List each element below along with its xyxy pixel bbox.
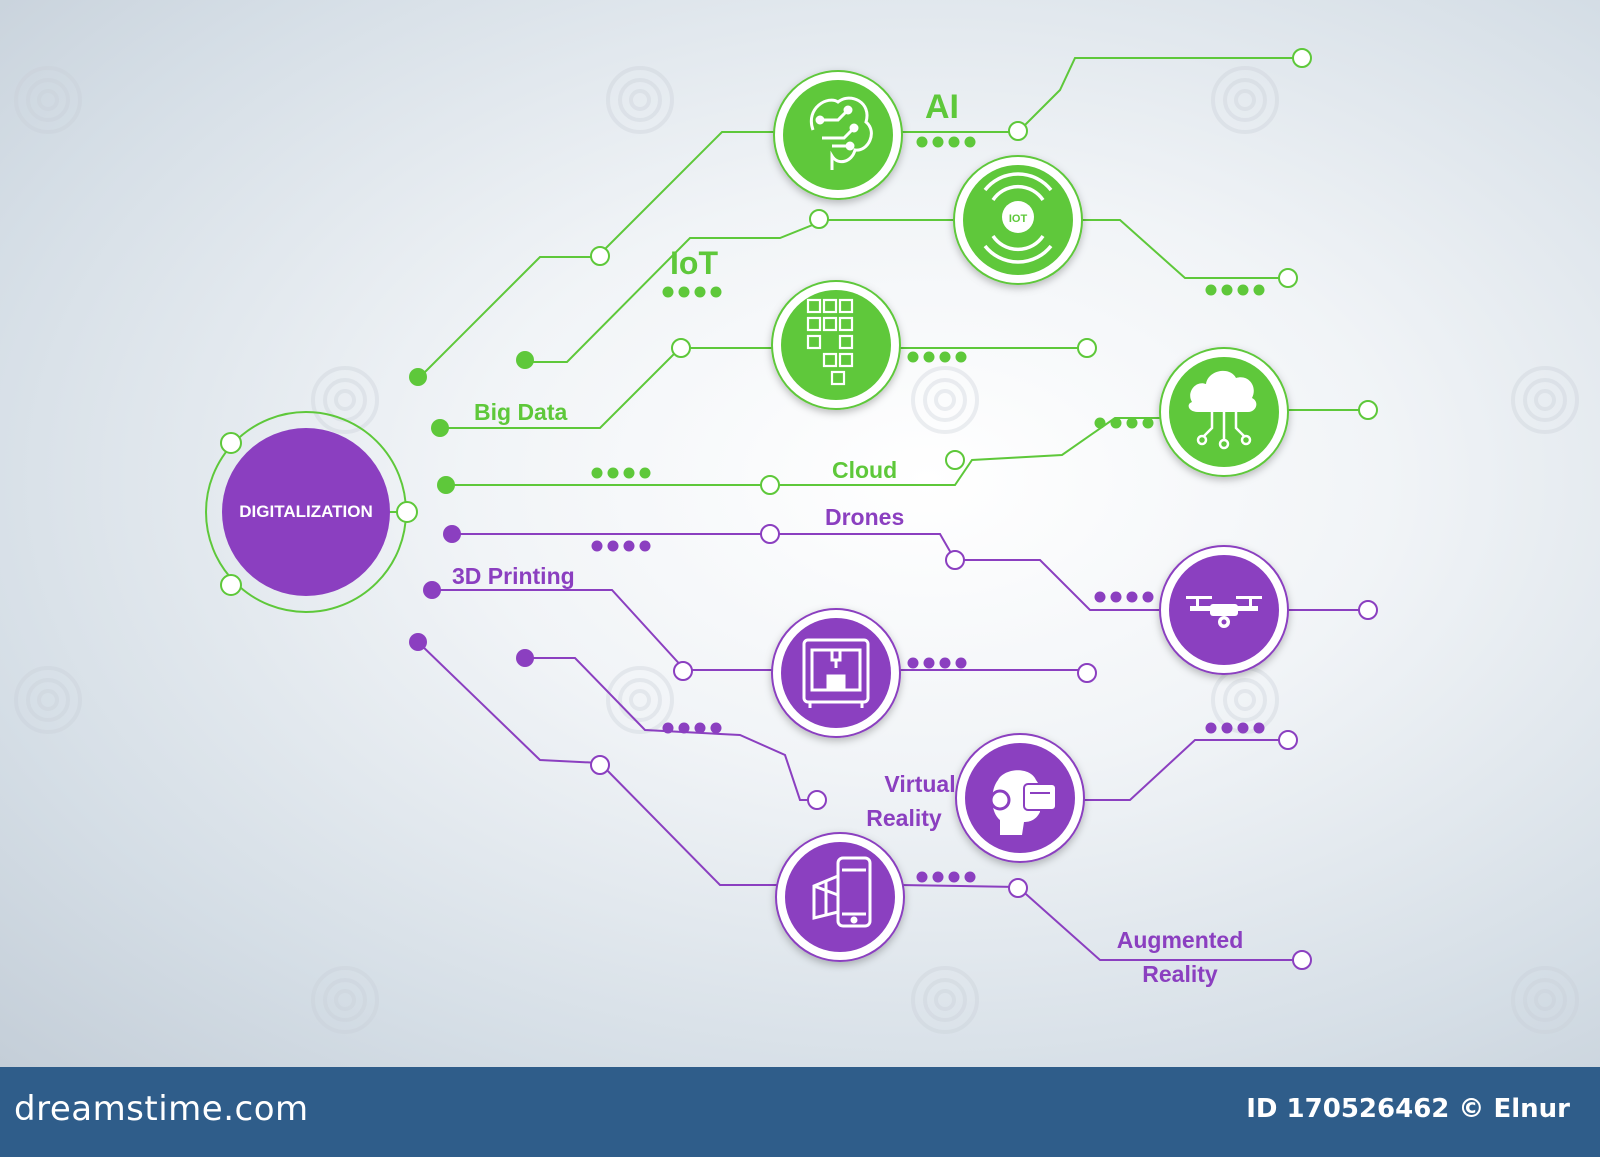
node-ai [773,70,903,200]
drone-icon [1186,596,1262,628]
diagram-canvas: IOT [14,48,1579,1034]
diagram-labels: DIGITALIZATION AI IoT Big Data Cloud Dro… [239,88,1243,987]
ar-phone-icon [812,856,872,928]
node-3d-printing [771,608,901,738]
label-cloud: Cloud [832,457,897,483]
label-big-data: Big Data [474,399,568,425]
connector-circles [590,48,1378,970]
label-3d-printing: 3D Printing [452,563,575,589]
label-virtual-reality-line: Virtual [884,771,955,797]
node-augmented-reality [775,832,905,962]
iot-signal-icon: IOT [983,172,1053,264]
label-augmented-reality-line: Augmented [1117,927,1244,953]
data-cubes-icon [806,298,854,386]
footer-image-id: ID 170526462 © Elnur [1246,1094,1570,1124]
label-virtual-reality-line: Reality [866,805,942,831]
connector-dots [409,351,534,667]
footer-brand: dreamstime.com [14,1089,309,1129]
label-iot: IoT [670,245,718,281]
center-hub [205,411,418,613]
dot-groups [591,136,1265,883]
center-label: DIGITALIZATION [239,502,372,521]
center-circle [222,428,390,596]
watermark [14,66,1579,1034]
digitalization-diagram: IOT [0,0,1600,1067]
3d-printer-icon [802,638,870,708]
label-ai: AI [925,88,959,126]
footer-bar: dreamstime.com ID 170526462 © Elnur [0,1067,1600,1157]
vr-headset-icon [989,770,1057,835]
brain-circuit-icon [809,96,873,170]
label-drones: Drones [825,504,904,530]
iot-icon-text: IOT [1009,213,1028,225]
label-augmented-reality-line: Reality [1142,961,1218,987]
cloud-network-icon [1188,370,1257,450]
